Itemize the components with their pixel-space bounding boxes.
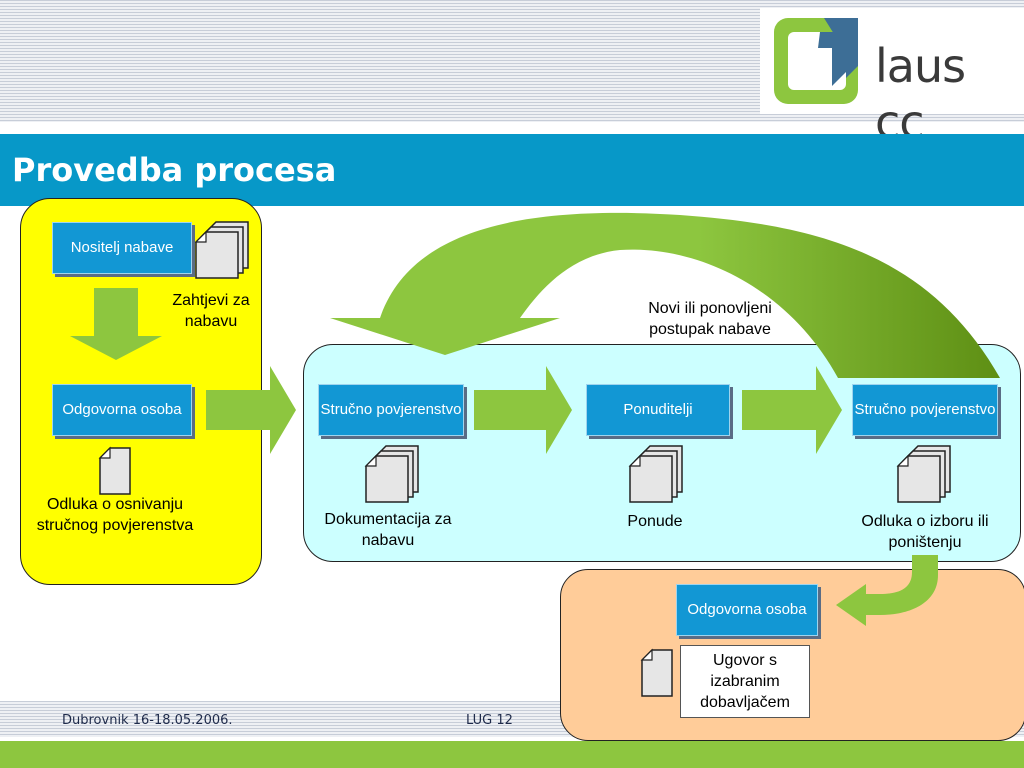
document-icon-1 (99, 447, 131, 495)
node-odgovorna-osoba-bottom[interactable]: Odgovorna osoba (676, 584, 818, 636)
document-stack-icon-2 (365, 445, 419, 503)
arrow-curve-icon (836, 555, 938, 626)
label-ugovor: Ugovor s izabranim dobavljačem (680, 645, 810, 718)
document-icon-2 (641, 649, 673, 697)
footer-place-date: Dubrovnik 16-18.05.2006. (62, 713, 233, 728)
title-bar (0, 134, 1024, 206)
label-dokumentacija: Dokumentacija za nabavu (324, 511, 452, 549)
node-nositelj-nabave[interactable]: Nositelj nabave (52, 222, 192, 274)
logo (760, 8, 1024, 114)
node-odgovorna-osoba-top[interactable]: Odgovorna osoba (52, 384, 192, 436)
arrow-down-icon (70, 288, 162, 360)
node-strucno-povjerenstvo-2[interactable]: Stručno povjerenstvo (852, 384, 998, 436)
document-stack-icon-4 (897, 445, 951, 503)
label-zahtjevi: Zahtjevi za nabavu (172, 292, 250, 330)
page-title: Provedba procesa (12, 151, 337, 189)
feedback-arc-arrow (330, 212, 1000, 378)
document-stack-icon-1 (195, 221, 249, 279)
node-strucno-povjerenstvo-1[interactable]: Stručno povjerenstvo (318, 384, 464, 436)
document-stack-icon-3 (629, 445, 683, 503)
node-ponuditelji[interactable]: Ponuditelji (586, 384, 730, 436)
label-novi-postupak: Novi ili ponovljeni postupak nabave (648, 300, 772, 338)
arrow-right-icon-2 (474, 366, 572, 454)
footer-page: LUG 12 (466, 713, 513, 728)
arrow-right-icon-1 (206, 366, 296, 454)
logo-text: laus cc (875, 39, 966, 149)
label-odluka-izboru: Odluka o izboru ili poništenju (861, 513, 989, 551)
footer-bar (0, 741, 1024, 768)
logo-icon (774, 18, 858, 104)
label-odluka-osnivanju: Odluka o osnivanju stručnog povjerenstva (36, 496, 194, 534)
label-ponude: Ponude (627, 513, 683, 530)
arrow-right-icon-3 (742, 366, 842, 454)
